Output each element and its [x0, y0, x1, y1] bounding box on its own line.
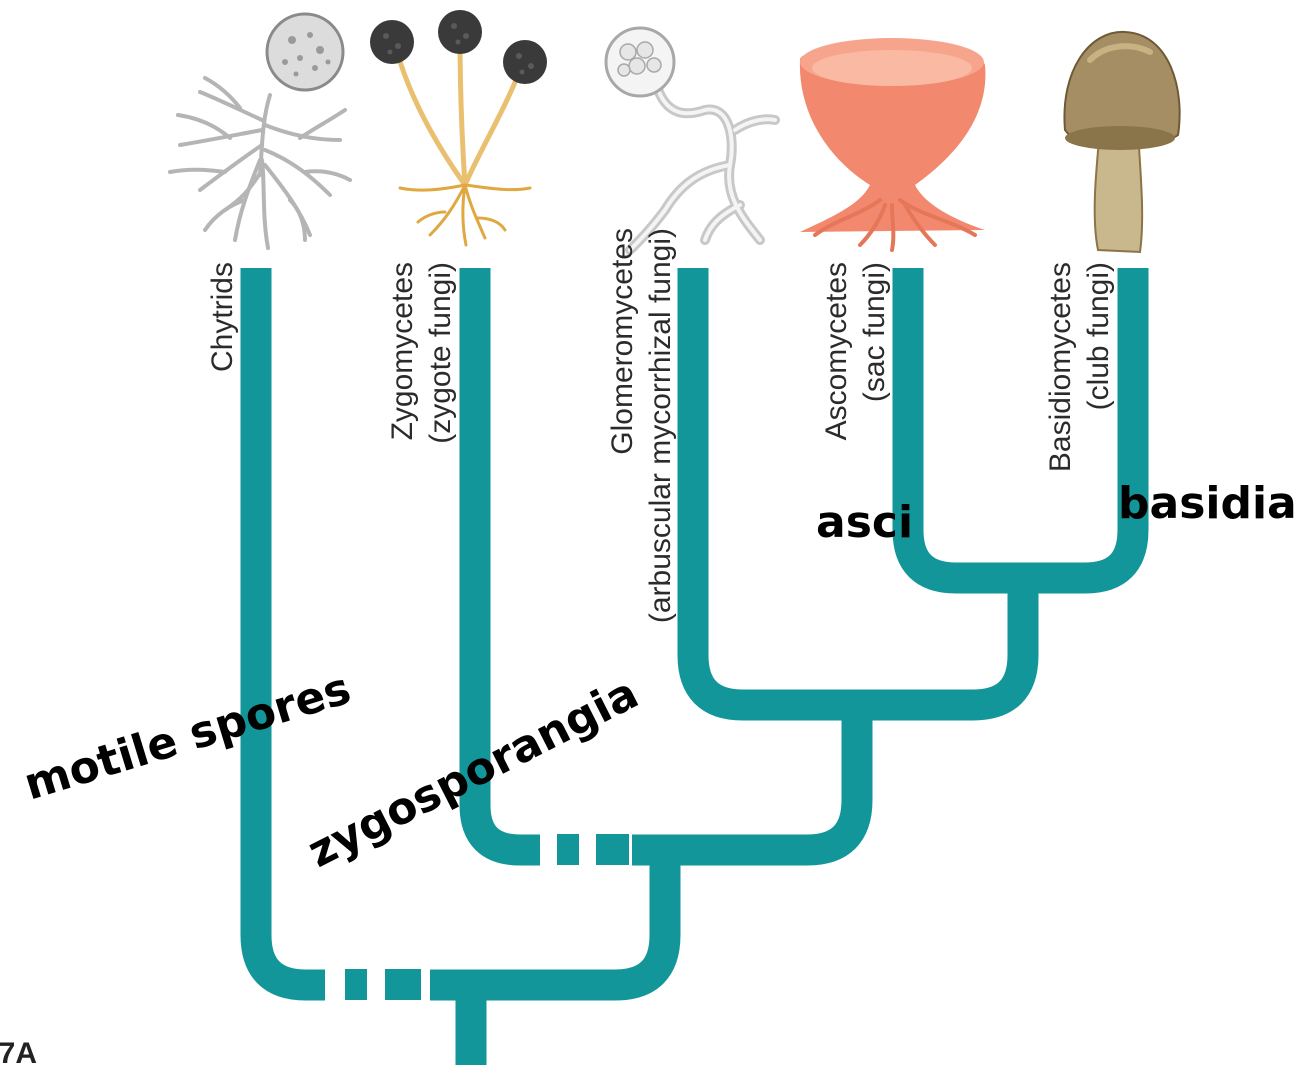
cup-fungus-icon [800, 38, 986, 250]
mushroom-icon [1064, 32, 1179, 252]
branch-chytrids [256, 268, 325, 985]
taxon-label-basidiomycetes: Basidiomycetes [1044, 262, 1077, 472]
taxon-common-zygomycetes: (zygote fungi) [424, 262, 457, 444]
chytrid-icon [170, 14, 350, 248]
taxon-common-ascomycetes: (sac fungi) [858, 262, 891, 402]
taxon-label-glomeromycetes: Glomeromycetes [606, 228, 639, 455]
taxon-label-zygomycetes: Zygomycetes [386, 262, 419, 440]
taxon-common-glomeromycetes: (arbuscular mycorrhizal fungi) [644, 228, 677, 623]
branch-basidiomycetes [1023, 268, 1133, 578]
trait-motile-spores: motile spores [18, 663, 356, 811]
trait-basidia: basidia [1118, 478, 1297, 529]
branch-symbiomycota [700, 705, 857, 850]
zygomycete-icon [370, 10, 547, 245]
taxon-common-basidiomycetes: (club fungi) [1082, 262, 1115, 410]
glomeromycete-icon [606, 28, 775, 250]
branch-ascomycetes [908, 268, 1023, 578]
taxon-label-chytrids: Chytrids [206, 262, 239, 372]
branch-glomeromycetes [693, 268, 802, 705]
trait-asci: asci [816, 497, 913, 548]
taxon-label-ascomycetes: Ascomycetes [820, 262, 853, 440]
branch-dikarya [802, 578, 1023, 705]
figure-label: 17A [0, 1037, 37, 1065]
